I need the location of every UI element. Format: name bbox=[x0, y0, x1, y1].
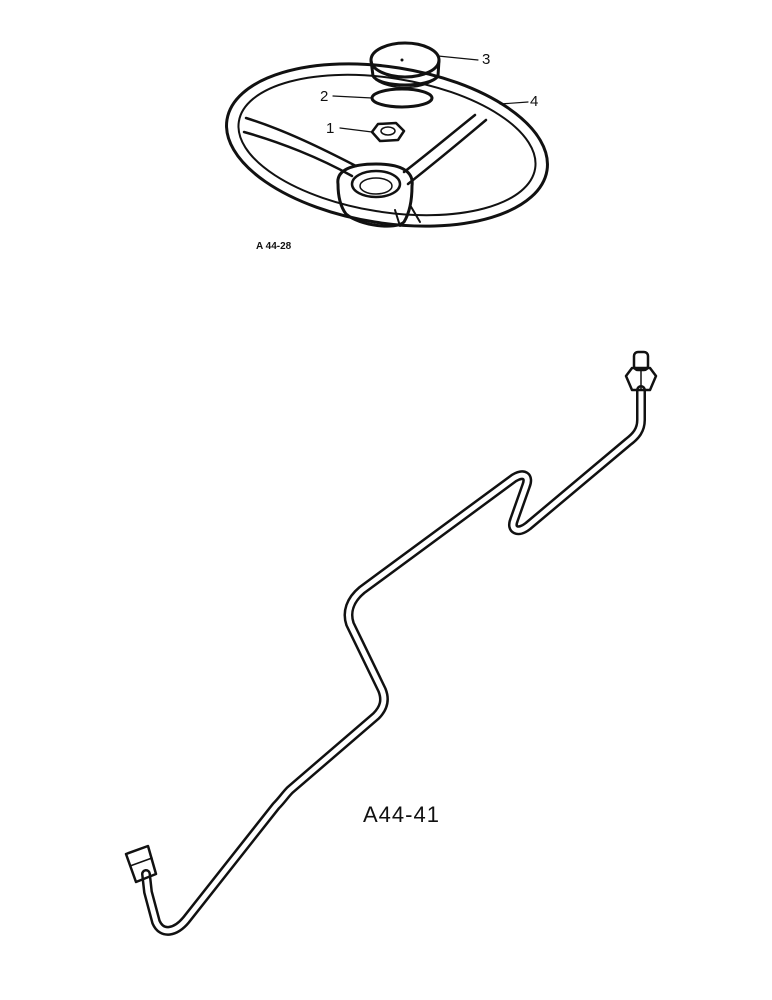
tube-outline bbox=[141, 385, 646, 936]
tube-inner bbox=[143, 387, 644, 934]
retaining-nut-part bbox=[370, 121, 406, 143]
callout-leaders bbox=[332, 55, 529, 133]
horn-cap-part bbox=[369, 41, 441, 89]
steering-wheel-rim-inner bbox=[237, 73, 537, 217]
callout-3-label: 3 bbox=[482, 51, 490, 68]
callout-1-label: 1 bbox=[326, 120, 334, 137]
callout-2-label: 2 bbox=[320, 88, 328, 105]
steering-wheel-spokes bbox=[242, 113, 488, 227]
steering-wheel-rim-outer bbox=[225, 62, 549, 228]
hydraulic-tube-assembly: A44-41 bbox=[124, 350, 658, 936]
bottom-fitting bbox=[124, 844, 158, 884]
top-fitting bbox=[624, 350, 658, 392]
callout-4-label: 4 bbox=[530, 93, 538, 110]
figure-1-id: A 44-28 bbox=[256, 241, 292, 252]
steering-wheel-assembly: 1 2 3 4 A 44-28 bbox=[225, 41, 549, 252]
gasket-ring-part bbox=[370, 87, 434, 109]
steering-wheel-hub bbox=[336, 162, 414, 228]
figure-2-id: A44-41 bbox=[363, 802, 440, 827]
